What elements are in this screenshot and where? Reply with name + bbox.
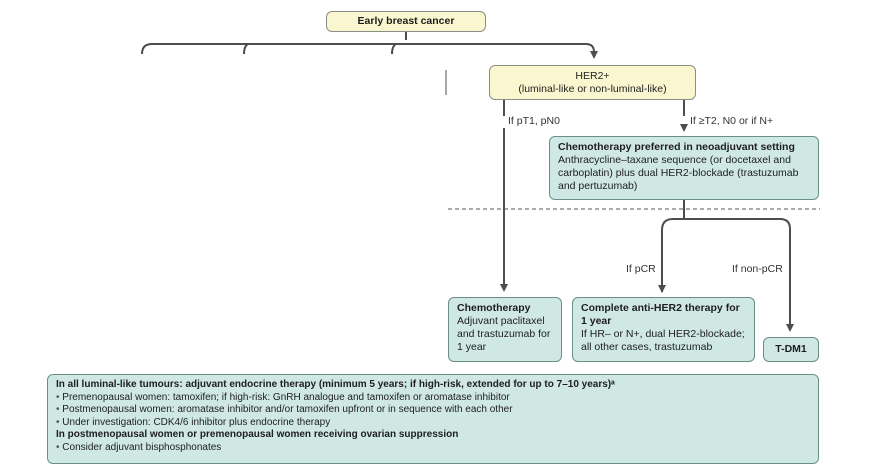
endocrine-heading-2: In postmenopausal women or premenopausal… xyxy=(56,429,459,440)
root-label: Early breast cancer xyxy=(357,15,455,27)
tdm1-label: T-DM1 xyxy=(775,343,807,355)
endocrine-bullets-2: Consider adjuvant bisphosphonates xyxy=(56,442,810,455)
branch-drop-1 xyxy=(243,43,249,55)
her2-title: HER2+ xyxy=(575,70,610,82)
her2-box: HER2+ (luminal-like or non-luminal-like) xyxy=(489,65,696,100)
neoadjuvant-body: Anthracycline–taxane sequence (or doceta… xyxy=(558,154,799,192)
endocrine-box: In all luminal-like tumours: adjuvant en… xyxy=(47,374,819,464)
complete-her2-box: Complete anti-HER2 therapy for 1 year If… xyxy=(572,297,755,362)
endocrine-bullet: Consider adjuvant bisphosphonates xyxy=(56,442,810,455)
label-t2: If ≥T2, N0 or if N+ xyxy=(690,115,774,127)
endocrine-bullets: Premenopausal women: tamoxifen; if high-… xyxy=(56,392,810,430)
label-pt1: If pT1, pN0 xyxy=(508,115,560,127)
neoadjuvant-box: Chemotherapy preferred in neoadjuvant se… xyxy=(549,136,819,200)
neoadjuvant-heading: Chemotherapy preferred in neoadjuvant se… xyxy=(558,141,795,153)
complete-her2-heading: Complete anti-HER2 therapy for 1 year xyxy=(581,302,740,327)
complete-her2-body: If HR– or N+, dual HER2-blockade; all ot… xyxy=(581,328,745,353)
adjuvant-chemo-body: Adjuvant paclitaxel and trastuzumab for … xyxy=(457,315,551,353)
label-non-pcr: If non-pCR xyxy=(732,263,783,275)
endocrine-bullet: Postmenopausal women: aromatase inhibito… xyxy=(56,404,810,417)
label-pcr: If pCR xyxy=(626,263,656,275)
adjuvant-chemo-heading: Chemotherapy xyxy=(457,302,531,314)
endocrine-heading: In all luminal-like tumours: adjuvant en… xyxy=(56,379,615,390)
split-bar xyxy=(661,218,794,332)
endocrine-bullet: Premenopausal women: tamoxifen; if high-… xyxy=(56,392,810,405)
adjuvant-chemo-box: Chemotherapy Adjuvant paclitaxel and tra… xyxy=(448,297,562,362)
branch-drop-2 xyxy=(391,43,397,55)
root-box: Early breast cancer xyxy=(326,11,486,32)
tdm1-box: T-DM1 xyxy=(763,337,819,362)
her2-subtitle: (luminal-like or non-luminal-like) xyxy=(518,83,667,95)
endocrine-bullet: Under investigation: CDK4/6 inhibitor pl… xyxy=(56,417,810,430)
top-distribution-bar xyxy=(141,43,598,59)
